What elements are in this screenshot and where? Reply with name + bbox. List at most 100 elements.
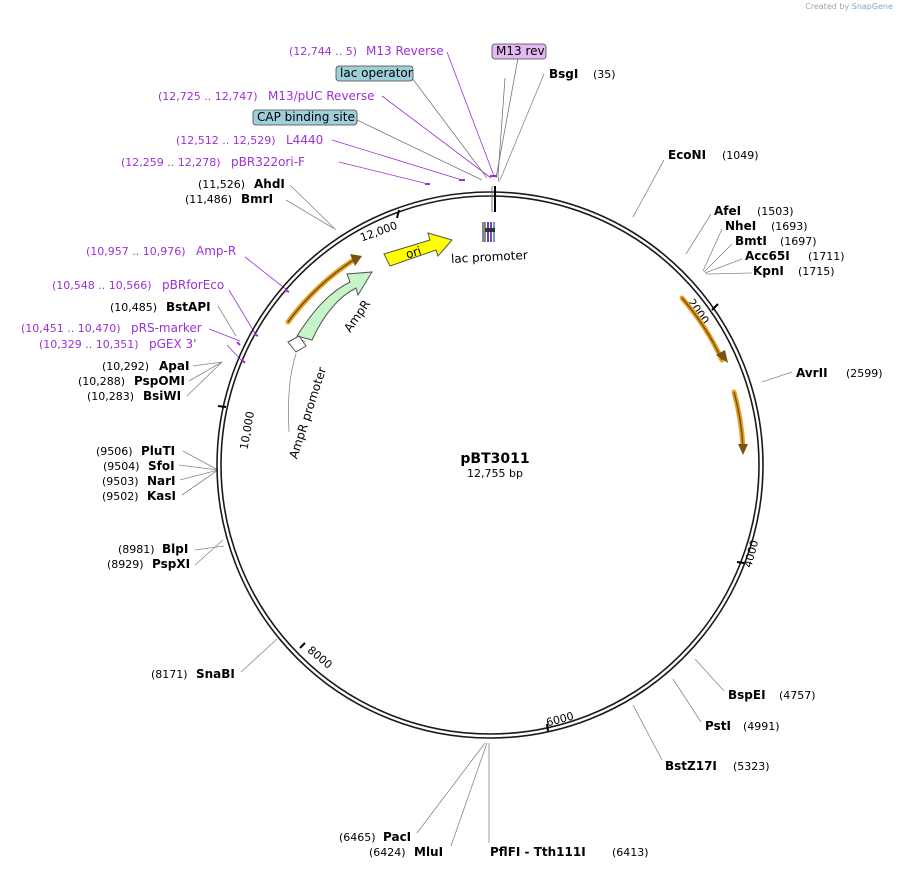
enzyme-pos-pluti: (9506) bbox=[96, 445, 133, 458]
primer-range-pbrforeco: (10,548 .. 10,566) bbox=[52, 279, 152, 292]
enzyme-pos-psti: (4991) bbox=[743, 720, 780, 733]
backbone-inner bbox=[220, 195, 760, 735]
plasmid-name: pBT3011 bbox=[460, 451, 529, 467]
enzyme-pos-blpi: (8981) bbox=[118, 543, 155, 556]
enzyme-pspxi: PspXI bbox=[152, 557, 190, 571]
ampr-label: AmpR bbox=[341, 297, 373, 334]
enzyme-pos-bspei: (4757) bbox=[779, 689, 816, 702]
enzyme-pos-nari: (9503) bbox=[102, 475, 139, 488]
enzyme-pos-acc65i: (1711) bbox=[808, 250, 845, 263]
ampr-promoter-feature: AmpR promoter bbox=[286, 335, 329, 460]
enzyme-paci: PacI bbox=[383, 830, 411, 844]
enzyme-mlui: MluI bbox=[414, 845, 443, 859]
lac-operator-label: lac operator bbox=[340, 66, 413, 80]
primer-amp-r: Amp-R bbox=[196, 244, 236, 258]
lac-promoter-label: lac promoter bbox=[451, 248, 528, 266]
enzyme-bstz17i: BstZ17I bbox=[665, 759, 717, 773]
primer-pbrforeco: pBRforEco bbox=[162, 278, 224, 292]
enzyme-pspomi: PspOMI bbox=[134, 374, 185, 388]
enzyme-pos-pspomi: (10,288) bbox=[78, 375, 125, 388]
enzyme-pos-nhei: (1693) bbox=[771, 220, 808, 233]
enzyme-ahdi: AhdI bbox=[254, 177, 285, 191]
enzyme-avrii: AvrII bbox=[796, 366, 828, 380]
enzyme-labels: BsgI (35) EcoNI (1049) AfeI (1503) NheI … bbox=[78, 67, 883, 859]
enzyme-pos-kpni: (1715) bbox=[798, 265, 835, 278]
enzyme-pos-kasi: (9502) bbox=[102, 490, 139, 503]
enzyme-bsgi: BsgI bbox=[549, 67, 578, 81]
primer-prs-marker: pRS-marker bbox=[131, 321, 202, 335]
plasmid-length: 12,755 bp bbox=[467, 467, 523, 480]
top-features bbox=[236, 175, 497, 364]
primer-range-l4440: (12,512 .. 12,529) bbox=[176, 134, 276, 147]
enzyme-psti: PstI bbox=[705, 719, 731, 733]
enzyme-pos-snabi: (8171) bbox=[151, 668, 188, 681]
tick-label-8000: 8000 bbox=[305, 644, 335, 672]
cap-binding-site-label: CAP binding site bbox=[257, 110, 355, 124]
enzyme-blpi: BlpI bbox=[162, 542, 188, 556]
enzyme-pos-pflfi-tth111i: (6413) bbox=[612, 846, 649, 859]
enzyme-bsiwi: BsiWI bbox=[143, 389, 181, 403]
enzyme-kpni: KpnI bbox=[753, 264, 784, 278]
ampr-feature: AmpR bbox=[296, 271, 373, 343]
enzyme-kasi: KasI bbox=[147, 489, 176, 503]
enzyme-pos-paci: (6465) bbox=[339, 831, 376, 844]
primer-range-m13-reverse: (12,744 .. 5) bbox=[289, 45, 357, 58]
snapgene-credit: Created by SnapGene bbox=[805, 2, 893, 11]
enzyme-pos-bmri: (11,486) bbox=[185, 193, 232, 206]
enzyme-pflfi-tth111i: PflFI - Tth111I bbox=[490, 845, 586, 859]
enzyme-nhei: NheI bbox=[725, 219, 756, 233]
enzyme-afei: AfeI bbox=[714, 204, 741, 218]
orf-arrows bbox=[285, 254, 748, 455]
enzyme-snabi: SnaBI bbox=[196, 667, 235, 681]
primer-range-pbr322ori-f: (12,259 .. 12,278) bbox=[121, 156, 221, 169]
enzyme-bmri: BmrI bbox=[241, 192, 273, 206]
enzyme-pos-bmti: (1697) bbox=[780, 235, 817, 248]
enzyme-bmti: BmtI bbox=[735, 234, 767, 248]
enzyme-pos-apai: (10,292) bbox=[102, 360, 149, 373]
lac-operator-box bbox=[335, 65, 414, 82]
primer-m13-puc-reverse: M13/pUC Reverse bbox=[268, 89, 375, 103]
lac-promoter-mark bbox=[482, 222, 486, 242]
enzyme-pos-afei: (1503) bbox=[757, 205, 794, 218]
primer-range-prs-marker: (10,451 .. 10,470) bbox=[21, 322, 121, 335]
ori-label: ori bbox=[404, 244, 423, 262]
enzyme-apai: ApaI bbox=[159, 359, 189, 373]
enzyme-econi: EcoNI bbox=[668, 148, 706, 162]
enzyme-sfoi: SfoI bbox=[148, 459, 175, 473]
primer-l4440: L4440 bbox=[286, 133, 323, 147]
enzyme-pos-bstapi: (10,485) bbox=[110, 301, 157, 314]
enzyme-acc65i: Acc65I bbox=[745, 249, 790, 263]
tick-label-4000: 4000 bbox=[741, 539, 761, 569]
primer-pbr322ori-f: pBR322ori-F bbox=[231, 155, 305, 169]
primer-m13-reverse: M13 Reverse bbox=[366, 44, 444, 58]
backbone-outer bbox=[216, 191, 764, 739]
enzyme-pos-bstz17i: (5323) bbox=[733, 760, 770, 773]
primer-labels: (12,744 .. 5) M13 Reverse (12,725 .. 12,… bbox=[21, 44, 444, 351]
ampr-promoter-label: AmpR promoter bbox=[286, 365, 329, 460]
enzyme-pos-mlui: (6424) bbox=[369, 846, 406, 859]
boxed-features: M13 rev lac operator CAP binding site bbox=[252, 43, 547, 126]
enzyme-pos-bsiwi: (10,283) bbox=[87, 390, 134, 403]
enzyme-pos-ahdi: (11,526) bbox=[198, 178, 245, 191]
snapgene-logo: SnapGene bbox=[851, 2, 893, 11]
enzyme-pos-sfoi: (9504) bbox=[103, 460, 140, 473]
cap-binding-site-box bbox=[252, 109, 358, 126]
enzyme-pluti: PluTI bbox=[141, 444, 175, 458]
enzyme-pos-econi: (1049) bbox=[722, 149, 759, 162]
enzyme-nari: NarI bbox=[147, 474, 176, 488]
credit-prefix: Created by bbox=[805, 2, 850, 11]
m13-rev-label: M13 rev bbox=[496, 44, 545, 58]
enzyme-bstapi: BstAPI bbox=[166, 300, 211, 314]
leader-lines bbox=[178, 51, 793, 847]
primer-pgex3: pGEX 3' bbox=[149, 337, 196, 351]
enzyme-pos-avrii: (2599) bbox=[846, 367, 883, 380]
tick-label-10000: 10,000 bbox=[238, 410, 257, 450]
primer-range-amp-r: (10,957 .. 10,976) bbox=[86, 245, 186, 258]
m13-rev-box bbox=[491, 43, 547, 60]
ori-feature: ori bbox=[383, 232, 453, 267]
enzyme-pos-bsgi: (35) bbox=[593, 68, 616, 81]
enzyme-bspei: BspEI bbox=[728, 688, 766, 702]
primer-range-pgex3: (10,329 .. 10,351) bbox=[39, 338, 139, 351]
enzyme-pos-pspxi: (8929) bbox=[107, 558, 144, 571]
